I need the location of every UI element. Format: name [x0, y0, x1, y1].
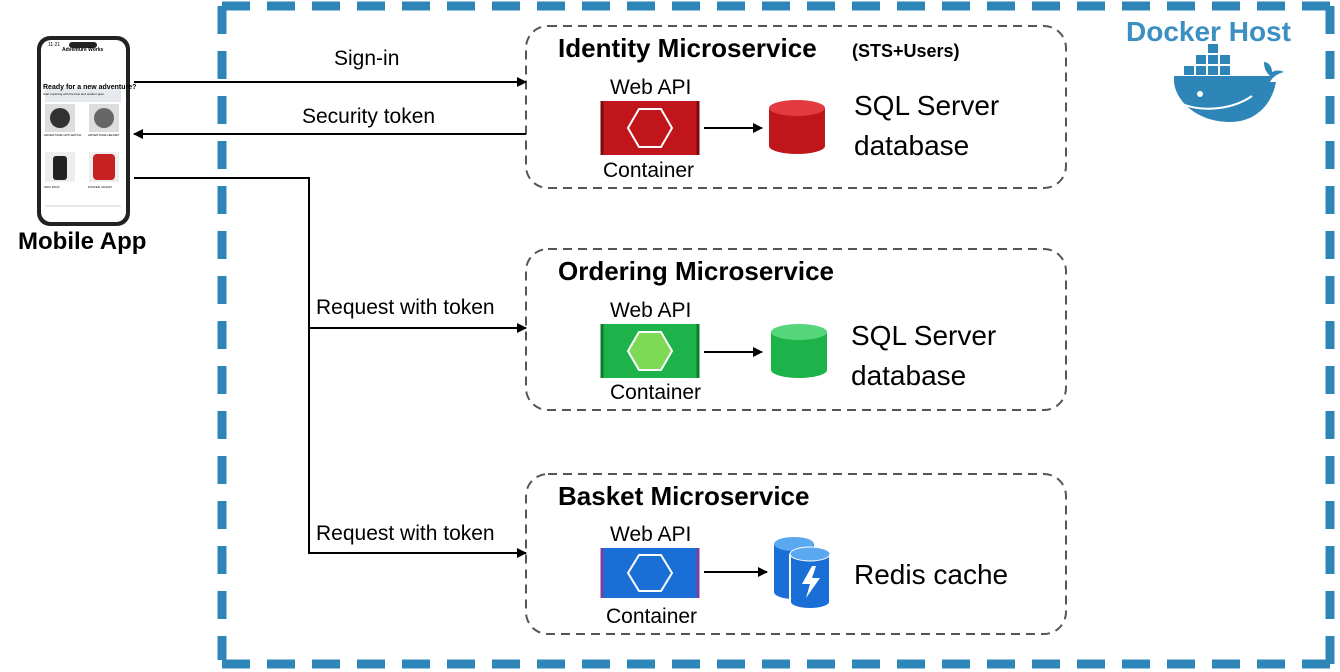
phone-product-2: ADVENTURE HELMET: [88, 133, 120, 137]
ordering-api-label: Web API: [610, 299, 692, 322]
identity-database-label-line1: SQL Server: [854, 90, 1000, 121]
basket-service-box: [525, 473, 1067, 635]
identity-database-icon: [769, 100, 825, 154]
basket-api-label: Web API: [610, 523, 692, 546]
mobile-app-label: Mobile App: [18, 228, 147, 255]
docker-host-title: Docker Host: [1126, 16, 1291, 47]
docker-whale-icon: [1174, 44, 1284, 122]
ordering-database-label-line1: SQL Server: [851, 320, 997, 351]
redis-cache-icon: [774, 537, 831, 610]
sign-in-label: Sign-in: [334, 47, 400, 70]
identity-container-label: Container: [603, 159, 695, 182]
phone-product-3: AWC PACK: [44, 185, 60, 189]
basket-container-icon: [600, 548, 700, 598]
ordering-request-arrow: [134, 177, 527, 333]
basket-request-arrow: [308, 328, 527, 558]
redis-cache-label: Redis cache: [854, 559, 1009, 590]
basket-service-title: Basket Microservice: [558, 481, 810, 511]
phone-product-1: ADVENTURE GPS WATCH: [44, 133, 82, 137]
ordering-container-icon: [600, 324, 700, 378]
identity-container-icon: [600, 101, 700, 155]
phone-subtitle: Start exploring with the best and outdoo…: [43, 92, 104, 96]
ordering-service-box: [525, 248, 1067, 411]
phone-time: 11:21: [48, 42, 61, 48]
identity-api-label: Web API: [610, 76, 692, 99]
ordering-database-icon: [771, 324, 827, 378]
basket-request-label: Request with token: [316, 522, 495, 545]
security-token-label: Security token: [302, 105, 436, 128]
ordering-service-title: Ordering Microservice: [558, 256, 834, 286]
docker-host-border: [217, 1, 1335, 669]
ordering-container-label: Container: [610, 381, 702, 404]
identity-database-label-line2: database: [854, 130, 970, 161]
ordering-database-label-line2: database: [851, 360, 967, 391]
mobile-phone-icon: [37, 36, 130, 226]
basket-container-label: Container: [606, 605, 698, 628]
ordering-request-label: Request with token: [316, 296, 495, 319]
identity-service-title: Identity Microservice: [558, 33, 817, 63]
identity-service-subtitle: (STS+Users): [852, 41, 960, 61]
phone-headline: Ready for a new adventure?: [43, 84, 137, 91]
phone-brand: Adventure Works: [62, 47, 104, 53]
identity-service-box: [525, 25, 1067, 189]
phone-product-4: PUFFER JACKET: [88, 185, 113, 189]
